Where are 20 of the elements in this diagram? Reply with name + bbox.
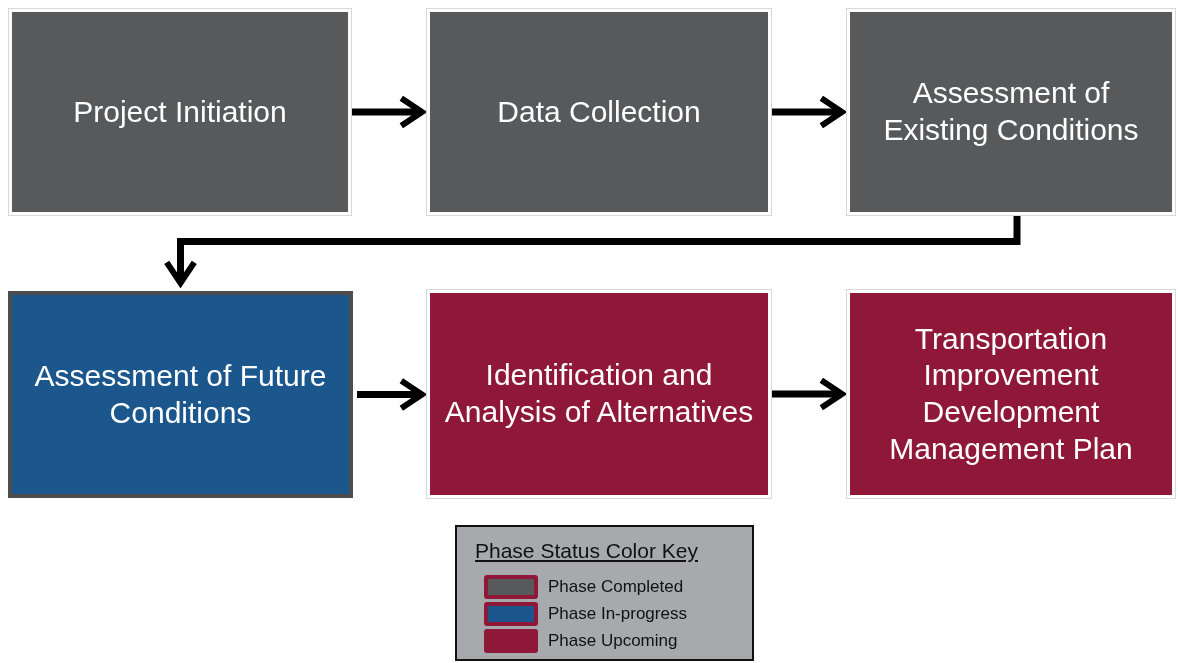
phase-box: [430, 12, 768, 212]
phase-box: [12, 12, 348, 212]
arrow: [163, 214, 1021, 286]
arrow: [772, 377, 845, 411]
phase-label: Data Collection: [497, 93, 701, 130]
phase-box: [850, 12, 1172, 212]
phase-box: [8, 291, 353, 498]
phase-label: Assessment of Future Conditions: [33, 357, 328, 431]
legend-label: Phase In-progress: [548, 604, 687, 624]
arrow: [772, 95, 845, 129]
phase-label: Identification and Analysis of Alternatives: [443, 357, 755, 430]
legend-label: Phase Completed: [548, 577, 684, 597]
phase-box: [430, 293, 768, 495]
phase-label: Project Initiation: [73, 93, 287, 130]
phase-box: [850, 293, 1172, 495]
arrow: [352, 95, 425, 129]
legend-title: Phase Status Color Key: [475, 539, 698, 563]
phase-label: Assessment of Existing Conditions: [882, 75, 1140, 148]
legend-label: Phase Upcoming: [548, 631, 678, 651]
phase-label: Transportation Improvement Development Management Plan: [888, 320, 1134, 467]
